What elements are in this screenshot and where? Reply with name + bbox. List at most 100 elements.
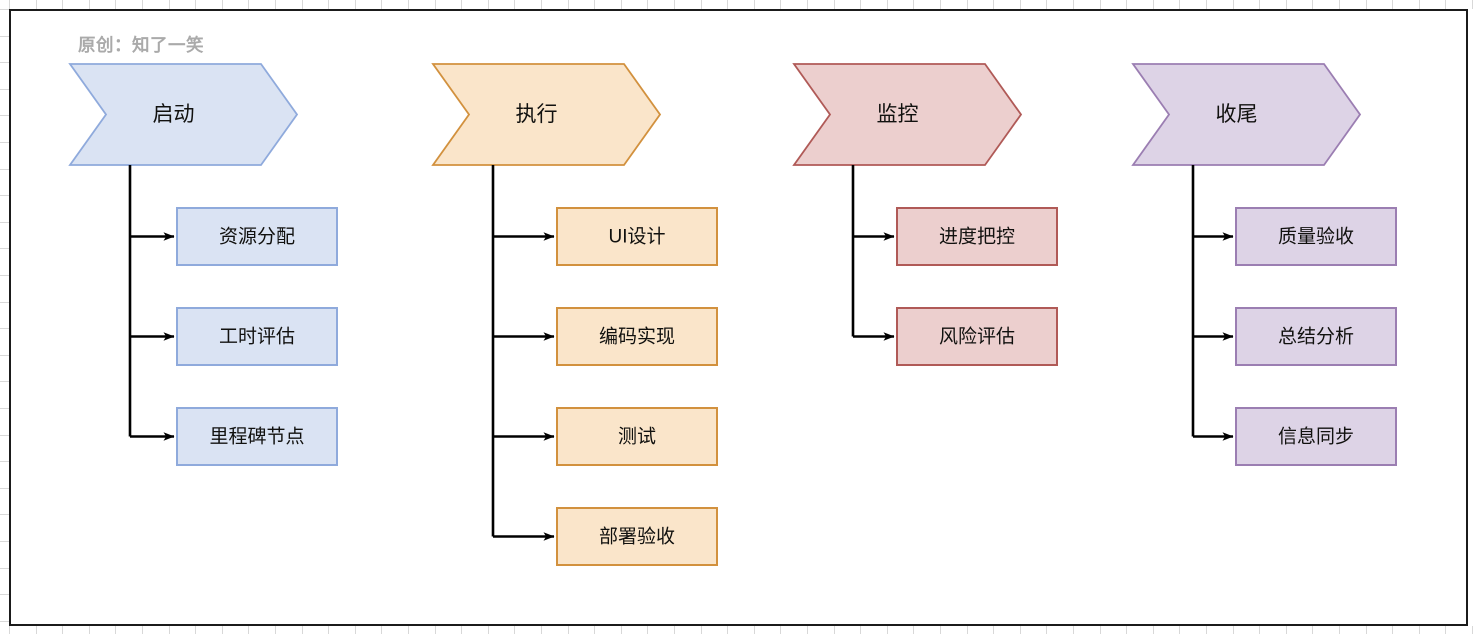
ruler-tick: [36, 0, 37, 9]
ruler-tick: [860, 0, 861, 9]
ruler-tick: [488, 626, 489, 634]
ruler-tick: [1233, 626, 1234, 634]
ruler-tick: [0, 195, 9, 196]
ruler-tick: [780, 0, 781, 9]
ruler-tick: [328, 626, 329, 634]
ruler-tick: [0, 408, 9, 409]
ruler-tick: [647, 626, 648, 634]
ruler-tick: [940, 0, 941, 9]
ruler-tick: [541, 626, 542, 634]
ruler-tick: [115, 626, 116, 634]
ruler-tick: [115, 0, 116, 9]
ruler-tick: [1339, 0, 1340, 9]
ruler-tick: [222, 626, 223, 634]
ruler-tick: [1445, 626, 1446, 634]
ruler-tick: [1419, 0, 1420, 9]
ruler-tick: [514, 0, 515, 9]
ruler-tick: [1020, 626, 1021, 634]
ruler-tick: [754, 0, 755, 9]
ruler-tick: [36, 626, 37, 634]
ruler-tick: [0, 355, 9, 356]
ruler-tick: [1286, 0, 1287, 9]
ruler-tick: [1153, 0, 1154, 9]
ruler-tick: [0, 621, 9, 622]
ruler-tick: [940, 626, 941, 634]
ruler-tick: [1286, 626, 1287, 634]
ruler-tick: [1179, 0, 1180, 9]
ruler-tick: [1392, 626, 1393, 634]
ruler-tick: [0, 222, 9, 223]
ruler-tick: [727, 626, 728, 634]
ruler-tick: [913, 0, 914, 9]
ruler-tick: [860, 626, 861, 634]
ruler-tick: [1472, 0, 1473, 9]
ruler-tick: [1419, 626, 1420, 634]
ruler-tick: [248, 626, 249, 634]
ruler-tick: [275, 0, 276, 9]
ruler-tick: [89, 626, 90, 634]
ruler-tick: [222, 0, 223, 9]
ruler-tick: [0, 248, 9, 249]
ruler-tick: [0, 115, 9, 116]
ruler-tick: [408, 626, 409, 634]
ruler-tick: [541, 0, 542, 9]
ruler-tick: [62, 626, 63, 634]
ruler-tick: [0, 36, 9, 37]
ruler-tick: [568, 0, 569, 9]
ruler-tick: [1392, 0, 1393, 9]
ruler-tick: [0, 9, 9, 10]
ruler-tick: [0, 488, 9, 489]
ruler-tick: [594, 0, 595, 9]
ruler-tick: [1312, 626, 1313, 634]
ruler-tick: [1073, 0, 1074, 9]
ruler-tick: [461, 0, 462, 9]
ruler-tick: [1366, 626, 1367, 634]
ruler-tick: [674, 0, 675, 9]
ruler-tick: [1153, 626, 1154, 634]
ruler-tick: [701, 626, 702, 634]
ruler-tick: [674, 626, 675, 634]
drawing-canvas[interactable]: [9, 9, 1468, 626]
ruler-tick: [1366, 0, 1367, 9]
ruler-tick: [1259, 626, 1260, 634]
ruler-tick: [0, 275, 9, 276]
ruler-tick: [0, 568, 9, 569]
ruler-tick: [248, 0, 249, 9]
ruler-tick: [594, 626, 595, 634]
ruler-tick: [355, 0, 356, 9]
ruler-tick: [1046, 0, 1047, 9]
ruler-left: [0, 0, 9, 634]
ruler-tick: [1445, 0, 1446, 9]
ruler-tick: [275, 626, 276, 634]
ruler-tick: [647, 0, 648, 9]
ruler-tick: [807, 0, 808, 9]
ruler-tick: [9, 0, 10, 9]
ruler-tick: [1100, 626, 1101, 634]
ruler-tick: [1206, 626, 1207, 634]
ruler-tick: [381, 626, 382, 634]
ruler-tick: [302, 0, 303, 9]
ruler-tick: [328, 0, 329, 9]
ruler-tick: [0, 62, 9, 63]
ruler-tick: [568, 626, 569, 634]
ruler-tick: [488, 0, 489, 9]
ruler-tick: [169, 0, 170, 9]
ruler-tick: [887, 626, 888, 634]
ruler-tick: [0, 435, 9, 436]
ruler-tick: [435, 626, 436, 634]
ruler-tick: [967, 626, 968, 634]
ruler-tick: [0, 302, 9, 303]
ruler-tick: [1233, 0, 1234, 9]
ruler-tick: [913, 626, 914, 634]
ruler-tick: [1259, 0, 1260, 9]
ruler-tick: [514, 626, 515, 634]
ruler-tick: [993, 626, 994, 634]
ruler-tick: [780, 626, 781, 634]
ruler-tick: [0, 594, 9, 595]
ruler-tick: [1073, 626, 1074, 634]
ruler-tick: [1339, 626, 1340, 634]
ruler-tick: [408, 0, 409, 9]
ruler-tick: [381, 0, 382, 9]
ruler-tick: [195, 626, 196, 634]
ruler-tick: [1312, 0, 1313, 9]
